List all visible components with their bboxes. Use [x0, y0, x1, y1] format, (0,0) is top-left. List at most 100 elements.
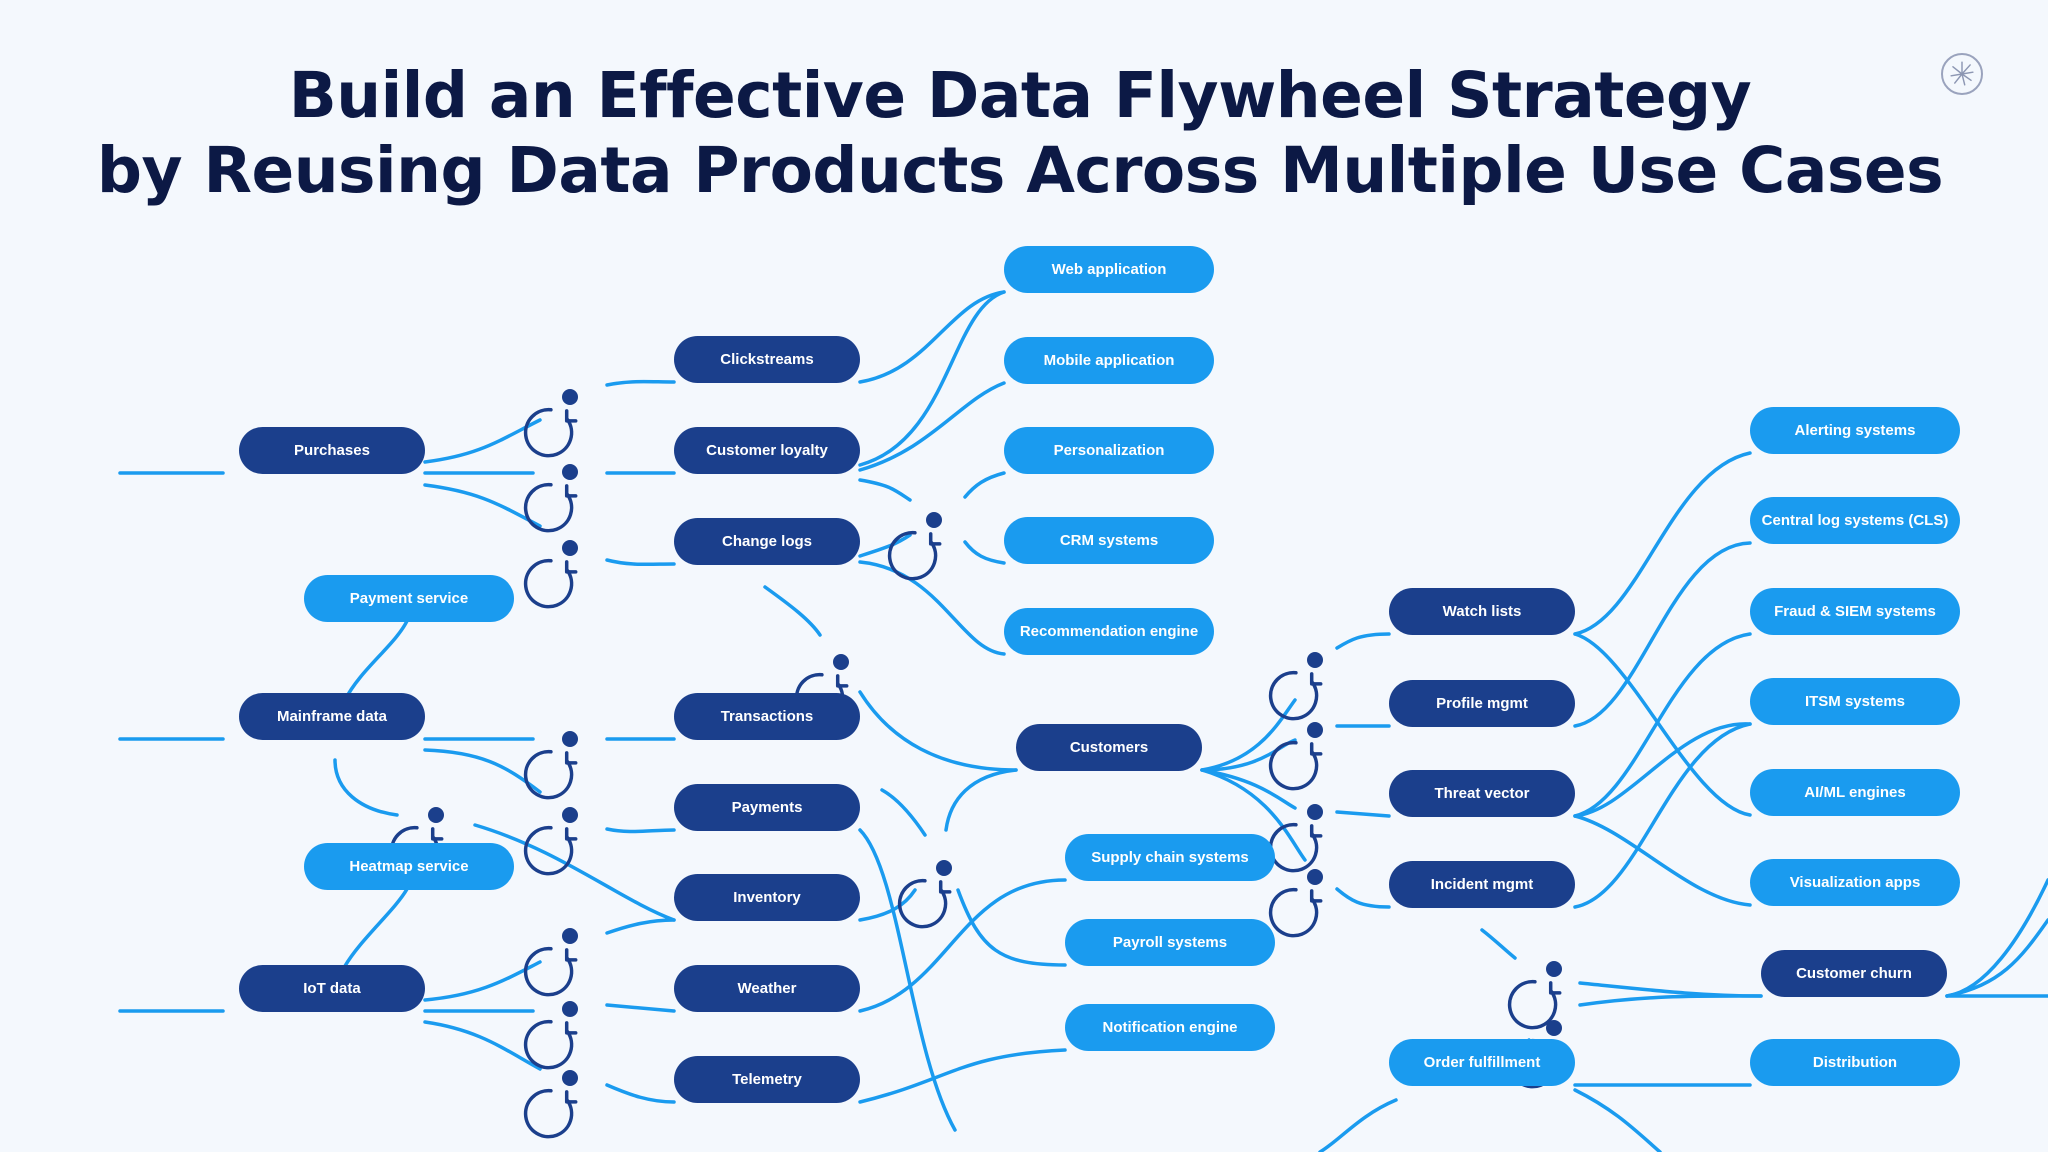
connector-line: [1573, 722, 1752, 818]
refresh-cycle-icon: [1268, 652, 1323, 721]
connector-line: [858, 1048, 1067, 1104]
connector-line: [1573, 1088, 1662, 1152]
connector-line: [1480, 928, 1517, 960]
connector-line: [605, 558, 676, 567]
node-web-application[interactable]: Web application: [1004, 246, 1214, 293]
cycle-icons: [389, 389, 1562, 1139]
connector-line: [333, 758, 399, 817]
connector-line: [605, 379, 676, 387]
node-telemetry[interactable]: Telemetry: [674, 1056, 860, 1103]
connector-line: [423, 748, 542, 794]
connector-line: [1200, 698, 1297, 772]
connector-line: [1573, 722, 1752, 909]
refresh-cycle-icon: [523, 807, 578, 876]
node-customer-churn[interactable]: Customer churn: [1761, 950, 1947, 997]
node-supply-chain-systems[interactable]: Supply chain systems: [1065, 834, 1275, 881]
refresh-cycle-icon: [523, 1070, 578, 1139]
connector-line: [858, 290, 1006, 467]
title-line-1: Build an Effective Data Flywheel Strateg…: [288, 59, 1752, 132]
connector-line: [963, 540, 1006, 565]
connector-line: [1573, 451, 1752, 636]
node-inventory[interactable]: Inventory: [674, 874, 860, 921]
node-recommendation-engine[interactable]: Recommendation engine: [1004, 608, 1214, 655]
node-ai-ml-engines[interactable]: AI/ML engines: [1750, 769, 1960, 816]
node-distribution[interactable]: Distribution: [1750, 1039, 1960, 1086]
connector-line: [858, 888, 917, 922]
refresh-cycle-icon: [523, 1001, 578, 1070]
connector-line: [858, 381, 1006, 472]
node-personalization[interactable]: Personalization: [1004, 427, 1214, 474]
refresh-cycle-icon: [897, 860, 952, 929]
title-line-2: by Reusing Data Products Across Multiple…: [96, 134, 1944, 207]
refresh-cycle-icon: [1507, 961, 1562, 1030]
node-transactions[interactable]: Transactions: [674, 693, 860, 740]
node-customers[interactable]: Customers: [1016, 724, 1202, 771]
connector-line: [1200, 768, 1307, 862]
node-itsm-systems[interactable]: ITSM systems: [1750, 678, 1960, 725]
connector-line: [858, 560, 1006, 656]
connector-line: [763, 585, 822, 637]
node-alerting-systems[interactable]: Alerting systems: [1750, 407, 1960, 454]
connector-line: [473, 823, 676, 922]
node-threat-vector[interactable]: Threat vector: [1389, 770, 1575, 817]
connector-line: [858, 828, 957, 1132]
node-payment-service[interactable]: Payment service: [304, 575, 514, 622]
refresh-cycle-icon: [523, 731, 578, 800]
refresh-cycle-icon: [523, 464, 578, 533]
node-order-fulfillment[interactable]: Order fulfillment: [1389, 1039, 1575, 1086]
connector-line: [1945, 918, 2048, 998]
connector-line: [1200, 768, 1297, 810]
refresh-cycle-icon: [1268, 869, 1323, 938]
refresh-cycle-icon: [1268, 722, 1323, 791]
starburst-logo-icon: [1941, 53, 1983, 95]
node-customer-loyalty[interactable]: Customer loyalty: [674, 427, 860, 474]
node-mobile-application[interactable]: Mobile application: [1004, 337, 1214, 384]
node-mainframe-data[interactable]: Mainframe data: [239, 693, 425, 740]
connector-line: [1578, 994, 1763, 1007]
node-fraud-siem-systems[interactable]: Fraud & SIEM systems: [1750, 588, 1960, 635]
connector-line: [1318, 1098, 1398, 1152]
connector-line: [858, 478, 912, 502]
node-payments[interactable]: Payments: [674, 784, 860, 831]
node-purchases[interactable]: Purchases: [239, 427, 425, 474]
connector-line: [423, 418, 542, 464]
node-weather[interactable]: Weather: [674, 965, 860, 1012]
connector-line: [944, 768, 1018, 832]
connector-line: [605, 918, 676, 935]
connector-line: [423, 960, 542, 1002]
node-clickstreams[interactable]: Clickstreams: [674, 336, 860, 383]
connector-line: [880, 788, 927, 837]
node-visualization-apps[interactable]: Visualization apps: [1750, 859, 1960, 906]
node-payroll-systems[interactable]: Payroll systems: [1065, 919, 1275, 966]
connector-line: [343, 619, 409, 702]
node-notification-engine[interactable]: Notification engine: [1065, 1004, 1275, 1051]
connector-line: [605, 1003, 676, 1013]
connector-line: [858, 878, 1067, 1013]
refresh-cycle-icon: [523, 540, 578, 609]
connector-line: [963, 471, 1006, 499]
node-profile-mgmt[interactable]: Profile mgmt: [1389, 680, 1575, 727]
node-watch-lists[interactable]: Watch lists: [1389, 588, 1575, 635]
connector-lines: [118, 290, 2048, 1152]
node-iot-data[interactable]: IoT data: [239, 965, 425, 1012]
connector-line: [956, 888, 1067, 967]
node-change-logs[interactable]: Change logs: [674, 518, 860, 565]
refresh-cycle-icon: [887, 512, 942, 581]
connector-line: [1335, 632, 1391, 650]
refresh-cycle-icon: [1268, 804, 1323, 873]
connector-line: [1578, 981, 1763, 998]
connector-line: [1335, 887, 1391, 909]
connector-line: [343, 887, 409, 968]
node-central-log-systems[interactable]: Central log systems (CLS): [1750, 497, 1960, 544]
connector-line: [1573, 632, 1752, 818]
connector-line: [1573, 814, 1752, 907]
connector-line: [605, 827, 676, 834]
connector-line: [1335, 810, 1391, 818]
node-heatmap-service[interactable]: Heatmap service: [304, 843, 514, 890]
connector-line: [423, 483, 542, 528]
node-crm-systems[interactable]: CRM systems: [1004, 517, 1214, 564]
refresh-cycle-icon: [523, 389, 578, 458]
node-incident-mgmt[interactable]: Incident mgmt: [1389, 861, 1575, 908]
connector-line: [858, 290, 1006, 384]
